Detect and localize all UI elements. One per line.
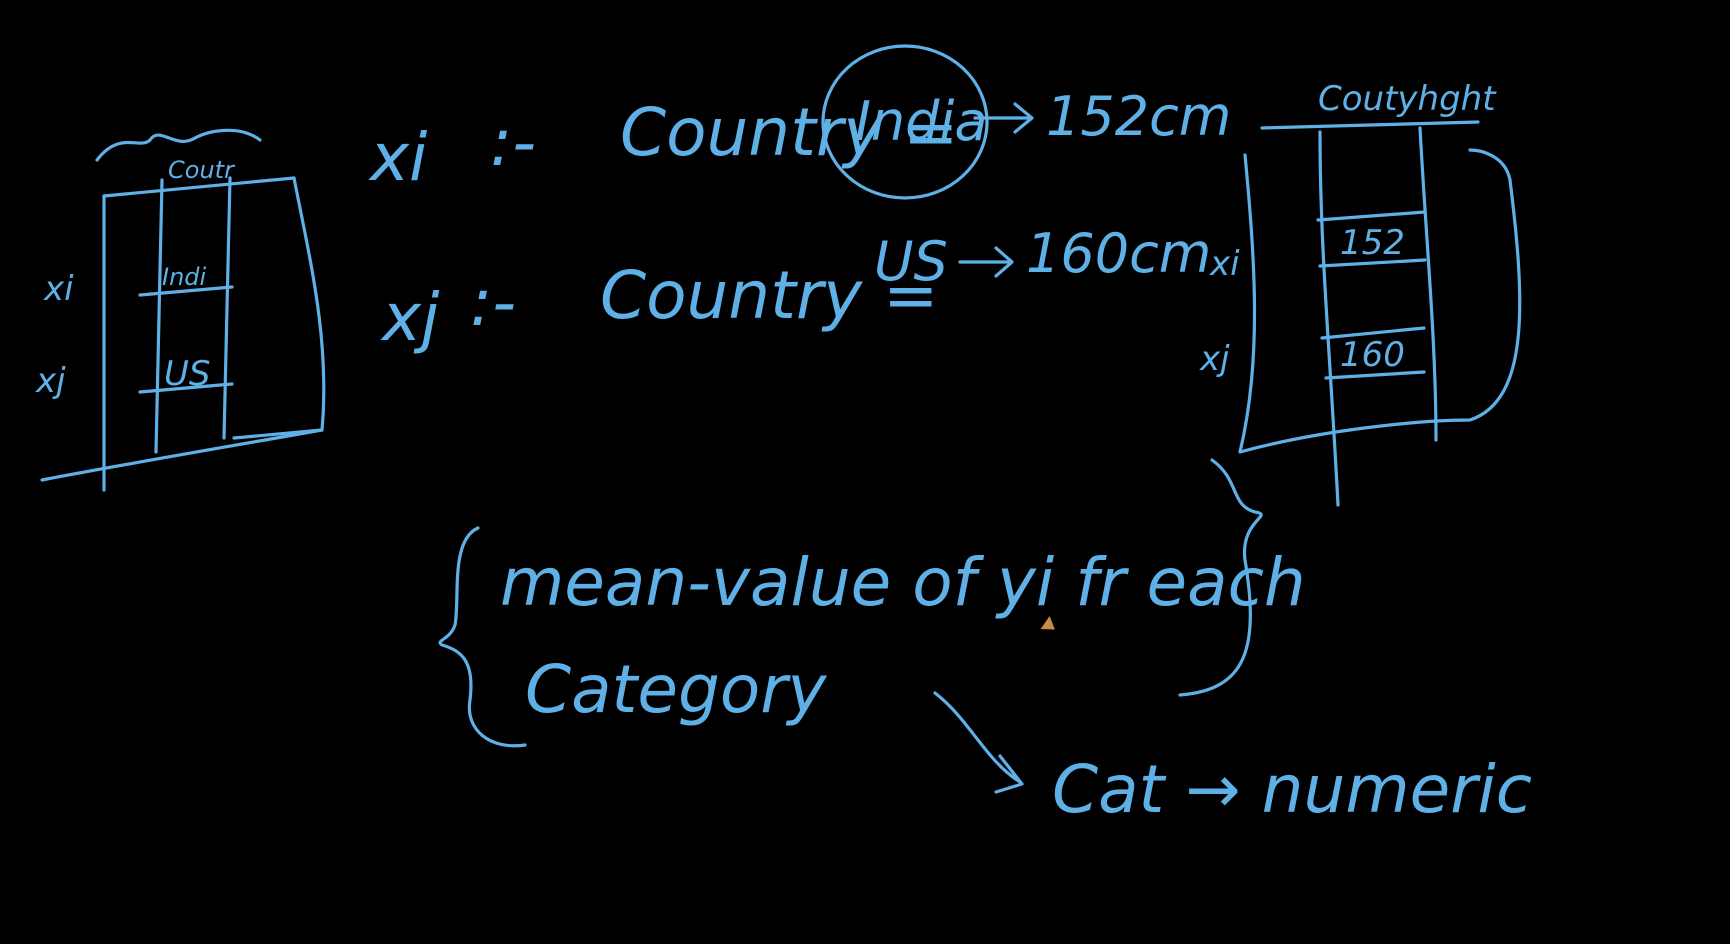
xi-value: India — [855, 90, 988, 153]
right-table-top-line — [1260, 120, 1480, 130]
right-table-header: Coutyhght — [1318, 79, 1497, 119]
xi-arrow-icon — [973, 102, 1034, 134]
right-table-row-i-top — [1316, 210, 1427, 222]
conclusion-text: Cat → numeric — [1052, 751, 1532, 828]
left-table: Coutr Indi US xi xj — [35, 128, 326, 492]
left-table-bottom — [40, 428, 324, 482]
left-table-cell-j: US — [164, 354, 210, 394]
note-line-1: mean-value of yi fr each — [500, 544, 1306, 621]
left-table-top-line — [102, 176, 296, 198]
mean-value-note: mean-value of yi fr each Category Cat → … — [438, 458, 1532, 828]
india-circle — [821, 44, 989, 200]
xj-result: 160cm — [1026, 222, 1211, 285]
xj-arrow-icon — [958, 246, 1014, 278]
xj-line: xj :- Country = US 160cm — [380, 222, 1211, 356]
right-table: Coutyhght 152 160 xi xj — [1199, 79, 1522, 507]
left-curly-brace — [438, 526, 527, 748]
xi-line: xi :- Country = India 152cm — [368, 44, 1231, 200]
xj-value: US — [874, 230, 948, 293]
right-table-row-j-bottom — [1324, 370, 1426, 380]
left-table-cell-i: Indi — [162, 263, 207, 291]
left-table-outline — [232, 176, 326, 440]
left-table-header: Coutr — [168, 156, 236, 184]
left-table-row-i — [138, 285, 234, 297]
right-table-cell-i: 152 — [1340, 223, 1405, 263]
xj-separator: :- — [470, 264, 516, 341]
left-table-brace — [95, 128, 262, 162]
left-table-col-right — [222, 176, 232, 440]
right-table-row-j-label: xj — [1199, 339, 1230, 379]
right-curly-brace — [1178, 458, 1263, 697]
right-table-cell-j: 160 — [1340, 335, 1405, 375]
left-table-col-left — [154, 178, 164, 454]
right-table-outline — [1238, 148, 1522, 454]
note-line-2: Category — [525, 651, 827, 728]
xi-separator: :- — [490, 104, 536, 181]
left-table-row-j-label: xj — [35, 361, 66, 401]
right-table-col-right — [1418, 126, 1438, 442]
right-table-row-j-top — [1320, 326, 1426, 340]
xi-variable: xi — [368, 119, 428, 196]
right-table-row-i-bottom — [1318, 258, 1427, 268]
xj-variable: xj — [380, 279, 440, 356]
left-table-row-j — [138, 382, 234, 394]
conclusion-arrow-icon — [933, 691, 1024, 794]
xi-country-text: Country = — [620, 94, 958, 171]
right-table-col-left — [1318, 130, 1340, 507]
right-table-row-i-label: xi — [1209, 244, 1240, 284]
xj-country-text: Country = — [600, 257, 938, 334]
left-table-row-i-label: xi — [43, 269, 74, 309]
xi-result: 152cm — [1046, 85, 1231, 148]
